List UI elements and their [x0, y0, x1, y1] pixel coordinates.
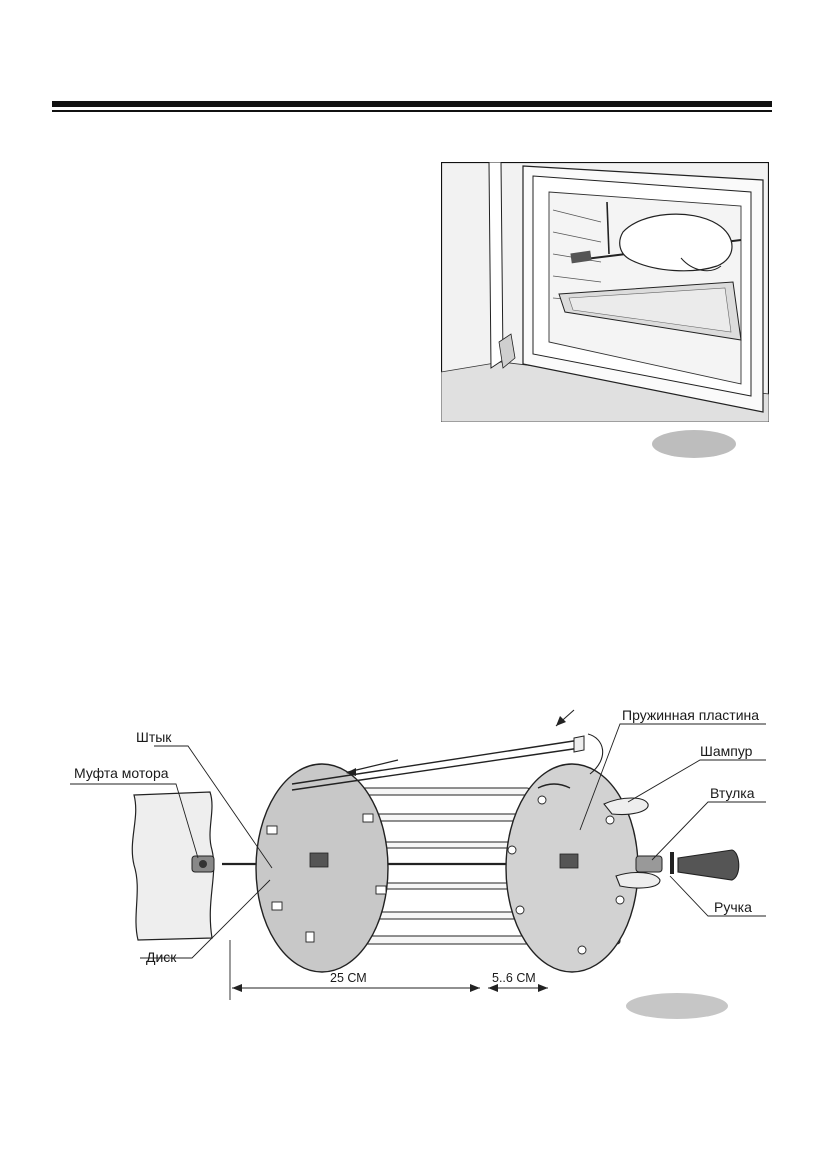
label-mufta-motora: Муфта мотора	[74, 765, 169, 781]
figure-number-badge	[652, 430, 736, 458]
handle	[677, 849, 740, 881]
header-rule-thick	[52, 101, 772, 107]
label-disk: Диск	[146, 949, 177, 965]
dimension-main: 25 СМ	[330, 971, 367, 985]
left-disc	[255, 763, 389, 973]
rotisserie-diagram: Штык Муфта мотора Диск Пружинная пластин…	[70, 707, 766, 1000]
figure-number-badge-2	[626, 993, 728, 1019]
header-rule-thin	[52, 110, 772, 112]
label-shampur: Шампур	[700, 743, 753, 759]
label-ruchka: Ручка	[714, 899, 752, 915]
label-shtyk: Штык	[136, 729, 172, 745]
label-spring-plate: Пружинная пластина	[622, 707, 759, 723]
label-vtulka: Втулка	[710, 785, 755, 801]
dimension-small: 5..6 СМ	[492, 971, 536, 985]
oven-illustration	[441, 162, 769, 422]
